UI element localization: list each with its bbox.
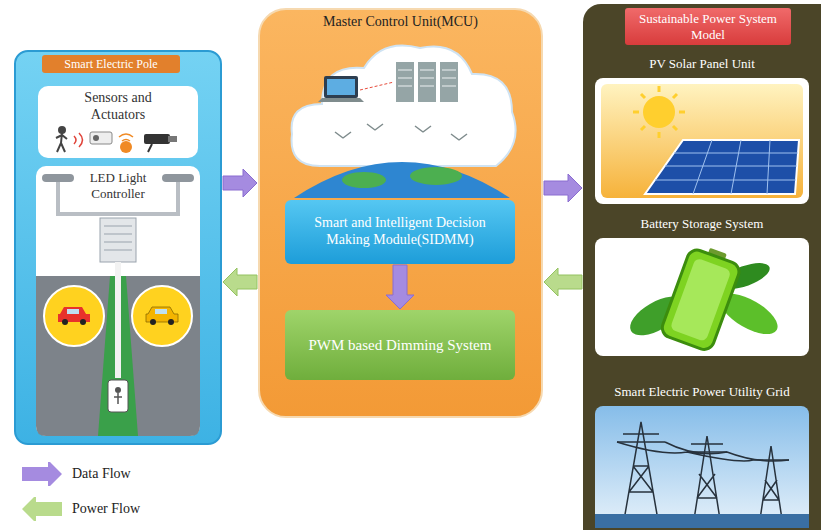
dimming-box: PWM based Dimming System	[285, 310, 515, 380]
power-panel: Sustainable Power System Model PV Solar P…	[583, 4, 821, 530]
item-label: Battery Storage System	[595, 216, 809, 232]
box-label: LED Light Controller	[78, 170, 158, 201]
flow-arrow	[223, 169, 257, 197]
box-label: Sensors and Actuators	[64, 90, 172, 124]
legend-swatch	[20, 497, 64, 521]
battery-picture	[595, 216, 809, 356]
item-label: Smart Electric Power Utility Grid	[583, 384, 821, 400]
source-item: PV Solar Panel Unit	[595, 56, 809, 204]
flow-arrow	[544, 268, 582, 296]
legend-label: Power Flow	[72, 501, 140, 517]
flow-arrow	[223, 268, 257, 296]
power-grid-picture	[583, 382, 821, 528]
mcu-panel: Master Control Unit(MCU) Smart and Intel…	[258, 8, 543, 418]
legend-label: Data Flow	[72, 466, 131, 482]
sensor-box: Sensors and Actuators	[38, 86, 198, 158]
flow-arrow	[544, 174, 582, 202]
panel-title: Master Control Unit(MCU)	[260, 14, 541, 31]
pole-panel: Smart Electric PoleSensors and Actuators…	[14, 50, 222, 445]
box-label: Smart and Intelligent Decision Making Mo…	[285, 200, 515, 264]
street-light-illustration	[36, 166, 200, 436]
panel-title: Sustainable Power System Model	[625, 8, 791, 45]
box-label: PWM based Dimming System	[285, 310, 515, 380]
solar-panel-picture	[595, 56, 809, 204]
source-item: Battery Storage System	[595, 216, 809, 356]
item-label: PV Solar Panel Unit	[595, 56, 809, 72]
led-controller-box: LED Light Controller	[36, 166, 200, 436]
legend-item: Power Flow	[20, 497, 140, 521]
module-box: Smart and Intelligent Decision Making Mo…	[285, 200, 515, 264]
legend-item: Data Flow	[20, 462, 131, 486]
legend-swatch	[20, 462, 64, 486]
panel-title: Smart Electric Pole	[42, 55, 180, 73]
source-item: Smart Electric Power Utility Grid	[583, 382, 821, 528]
